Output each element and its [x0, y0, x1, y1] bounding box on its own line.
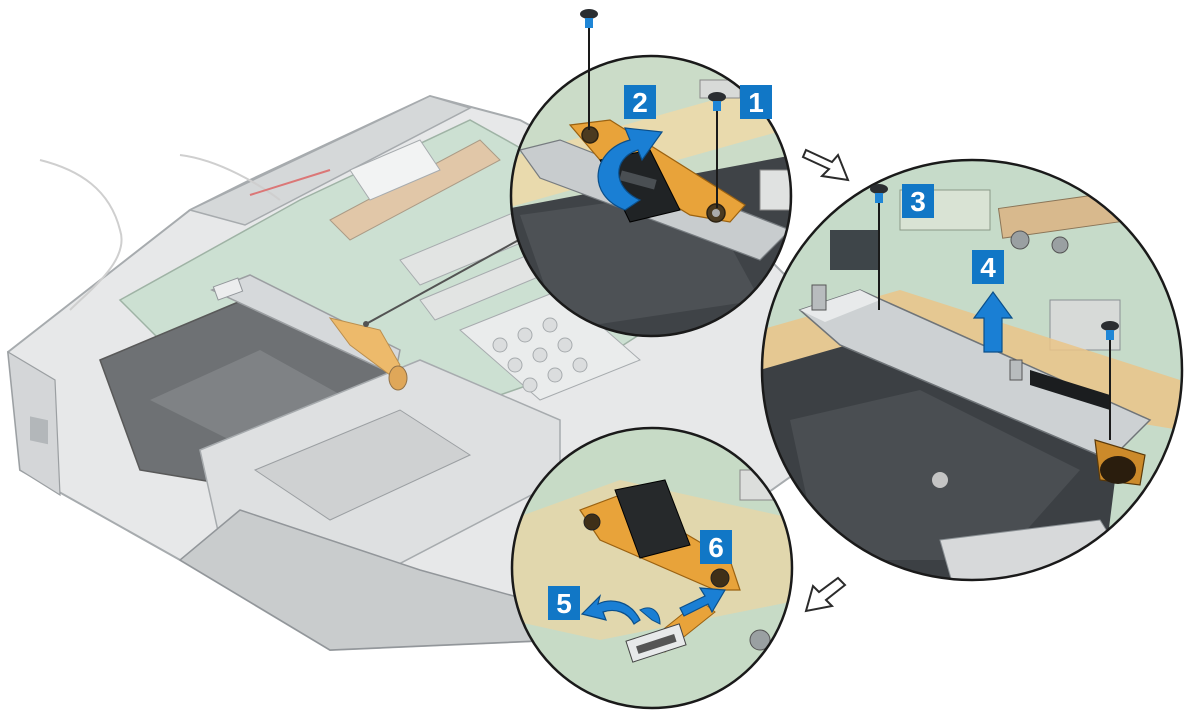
step-badge-4: 4	[972, 250, 1004, 284]
step-badge-3: 3	[902, 184, 934, 218]
screw-icon	[580, 9, 598, 130]
step-badge-2: 2	[624, 85, 656, 119]
svg-text:3: 3	[910, 186, 926, 217]
step-badge-6: 6	[700, 530, 732, 564]
svg-text:1: 1	[748, 87, 764, 118]
detail-circle-flex-connector	[510, 426, 794, 710]
screw-icon	[1101, 321, 1119, 440]
lift-arrow-icon	[972, 290, 1014, 353]
touchpad-area	[253, 409, 472, 521]
screw-icon	[708, 92, 726, 208]
step-badge-1: 1	[740, 85, 772, 119]
svg-text:4: 4	[980, 252, 996, 283]
transition-arrow-icon	[804, 576, 847, 613]
wlan-card	[349, 139, 441, 201]
transition-arrow-icon	[801, 148, 850, 182]
svg-text:5: 5	[556, 588, 572, 619]
screw-icon	[870, 184, 888, 310]
step-badge-5: 5	[548, 586, 580, 620]
svg-text:2: 2	[632, 87, 648, 118]
slide-arrow-icon	[580, 587, 727, 625]
rotate-arrow-icon	[597, 127, 664, 211]
detail-circle-bracket	[760, 158, 1184, 582]
svg-text:6: 6	[708, 532, 724, 563]
